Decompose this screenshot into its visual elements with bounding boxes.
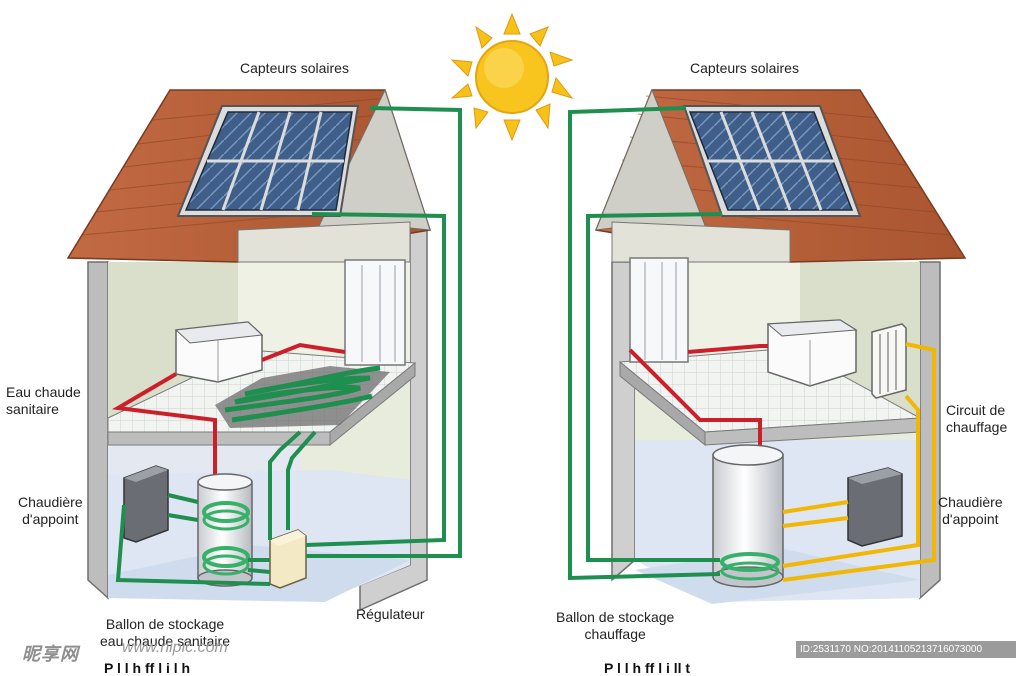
- heating-circuit-label: Circuit de chauffage: [946, 402, 1008, 435]
- right-bathtub: [766, 319, 858, 387]
- sun-icon: [450, 12, 574, 142]
- left-boiler: [123, 465, 169, 543]
- regulator-label: Régulateur: [356, 606, 425, 622]
- left-shower: [344, 259, 406, 366]
- left-regulator: [269, 529, 307, 589]
- hot-water-label: Eau chaude sanitaire: [6, 384, 81, 417]
- right-boiler-label: Chaudière d'appoint: [938, 494, 1003, 527]
- watermark-url: www.nipic.com: [122, 639, 228, 656]
- left-caption-cut: P l l h ff l i l h: [104, 660, 191, 676]
- right-house: [568, 88, 967, 604]
- watermark-logo: 昵享网: [22, 644, 79, 664]
- right-shower: [629, 257, 689, 363]
- right-solar-panel: [682, 105, 862, 217]
- left-tank-label: Ballon de stockage eau chaude sanitaire: [100, 616, 230, 649]
- right-storage-tank: [712, 444, 784, 588]
- left-house: [66, 88, 462, 612]
- right-caption-cut: P l l h ff l i ll t: [604, 660, 691, 676]
- watermark-id-badge: ID:2531170 NO:20141105213716073000: [796, 641, 1016, 658]
- right-solar-collectors-label: Capteurs solaires: [690, 60, 799, 76]
- left-boiler-label: Chaudière d'appoint: [18, 494, 83, 527]
- right-boiler: [847, 467, 903, 547]
- left-solar-collectors-label: Capteurs solaires: [240, 60, 349, 76]
- left-bathtub: [174, 321, 264, 383]
- left-solar-panel: [176, 105, 360, 217]
- right-radiator: [871, 323, 907, 399]
- right-tank-label: Ballon de stockage chauffage: [556, 609, 675, 642]
- left-storage-tank: [197, 473, 253, 587]
